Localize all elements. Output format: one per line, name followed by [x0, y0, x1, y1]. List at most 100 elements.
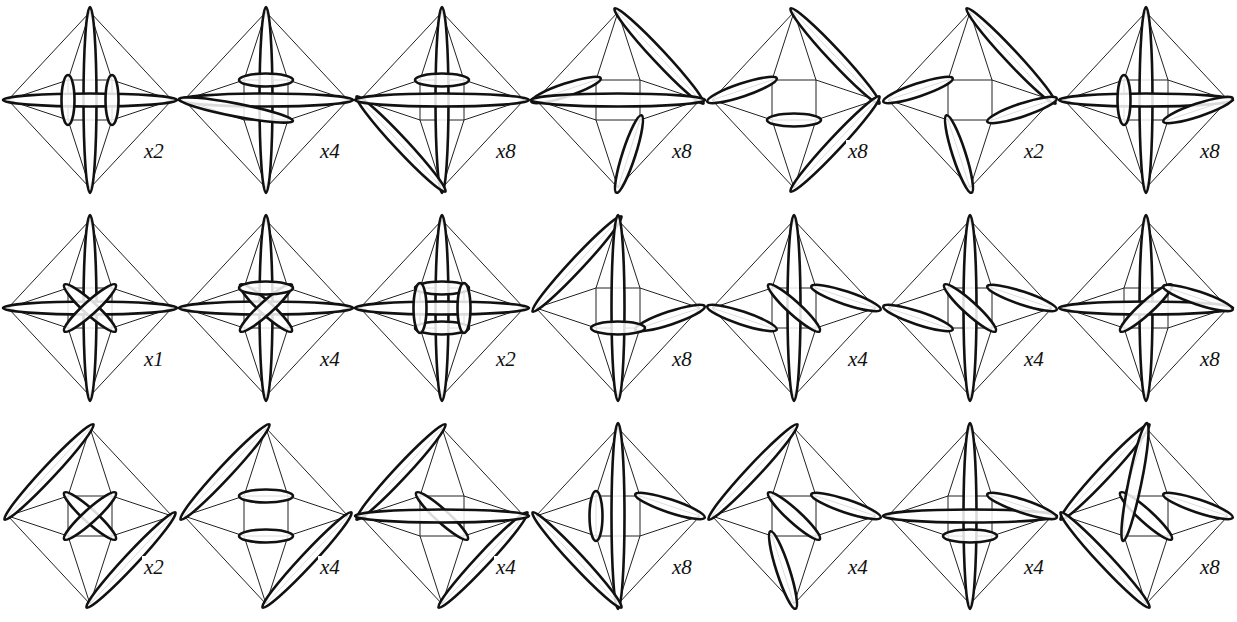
rod	[786, 92, 884, 196]
octahedron-edge	[772, 80, 816, 81]
octahedron-edge	[772, 12, 794, 80]
octahedron-edge	[794, 428, 816, 496]
multiplicity-label: x4	[318, 348, 342, 371]
rod	[881, 300, 955, 335]
rod	[414, 283, 427, 333]
octahedron-edge	[816, 80, 817, 120]
octahedron-edge	[596, 120, 640, 121]
rod	[60, 280, 120, 336]
octahedron-edge	[596, 12, 618, 80]
multiplicity-label: x8	[1198, 348, 1222, 371]
octahedron-edge	[772, 120, 794, 188]
octahedron-edge	[1146, 12, 1228, 100]
octahedron-edge	[90, 12, 172, 100]
rod	[767, 114, 821, 127]
rod	[355, 94, 529, 107]
octahedron-edge	[244, 496, 245, 536]
octahedron-edge	[970, 120, 992, 188]
multiplicity-label: x2	[142, 140, 166, 163]
rod	[764, 488, 824, 544]
octahedron-edge	[888, 428, 970, 516]
rod	[590, 491, 603, 541]
octahedron-edge	[90, 100, 172, 188]
multiplicity-label: x8	[1198, 556, 1222, 579]
octahedron-edge	[8, 516, 68, 536]
octahedron-edge	[1146, 536, 1168, 604]
rod	[528, 508, 626, 612]
octahedron-edge	[794, 536, 816, 604]
multiplicity-label: x2	[142, 556, 166, 579]
rod	[176, 420, 274, 524]
rod	[633, 488, 707, 523]
multiplicity-label: x8	[670, 556, 694, 579]
octahedron-edge	[596, 80, 640, 81]
octahedron-edge	[640, 496, 641, 536]
rod	[415, 74, 469, 87]
rod	[943, 530, 997, 543]
multiplicity-label: x4	[494, 556, 518, 579]
rod	[612, 423, 625, 609]
octahedron-edge	[596, 120, 618, 188]
rod	[106, 75, 119, 125]
rod	[1161, 280, 1235, 315]
octahedron-edge	[948, 80, 992, 81]
octahedron-edge	[1064, 100, 1146, 188]
octahedron-edge	[442, 100, 524, 188]
multiplicity-label: x8	[846, 140, 870, 163]
rod	[985, 92, 1059, 127]
rod	[1117, 422, 1154, 542]
octahedron-edge	[618, 220, 700, 308]
multiplicity-label: x1	[142, 348, 166, 371]
rod	[178, 93, 294, 128]
rod	[940, 280, 1000, 336]
octahedron-edge	[244, 536, 266, 604]
multiplicity-label: x8	[670, 348, 694, 371]
rod	[881, 72, 955, 107]
multiplicity-label: x4	[846, 556, 870, 579]
rod	[764, 280, 824, 336]
octahedron-edge	[948, 80, 949, 120]
multiplicity-label: x8	[670, 140, 694, 163]
octahedron-edge	[596, 288, 597, 328]
rod	[1161, 92, 1235, 127]
octahedron-edge	[536, 100, 618, 188]
multiplicity-label: x4	[846, 348, 870, 371]
rod	[355, 510, 529, 523]
octahedron-edge	[68, 536, 90, 604]
rod	[239, 490, 293, 503]
rod	[239, 530, 293, 543]
rod	[591, 322, 645, 335]
multiplicity-label: x8	[1198, 140, 1222, 163]
octahedron-edge	[712, 516, 772, 536]
octahedron-edge	[1064, 12, 1146, 100]
rod	[236, 280, 296, 336]
multiplicity-label: x4	[318, 556, 342, 579]
rod	[610, 113, 647, 195]
rod	[612, 215, 625, 401]
multiplicity-label: x4	[1022, 348, 1046, 371]
octahedron-edge	[442, 428, 464, 496]
rod	[985, 280, 1059, 315]
octahedron-edge	[8, 100, 90, 188]
octahedron-edge	[90, 428, 112, 496]
multiplicity-label: x2	[1022, 140, 1046, 163]
octahedron-edge	[948, 120, 992, 121]
rod	[1118, 75, 1131, 125]
rod	[239, 282, 293, 295]
octahedron-edge	[8, 12, 90, 100]
rod	[1056, 508, 1154, 612]
octahedron-edge	[1064, 220, 1146, 308]
octahedron-edge	[112, 496, 172, 516]
octahedron-edge	[1146, 308, 1228, 396]
octahedron-edge	[640, 288, 641, 328]
rod	[60, 488, 120, 544]
rod	[809, 488, 883, 523]
rod	[3, 94, 177, 107]
multiplicity-label: x4	[1022, 556, 1046, 579]
octahedron-edge	[420, 536, 442, 604]
rod	[458, 283, 471, 333]
rod	[239, 74, 293, 87]
rod	[258, 508, 356, 612]
octahedron-edge	[618, 516, 700, 604]
